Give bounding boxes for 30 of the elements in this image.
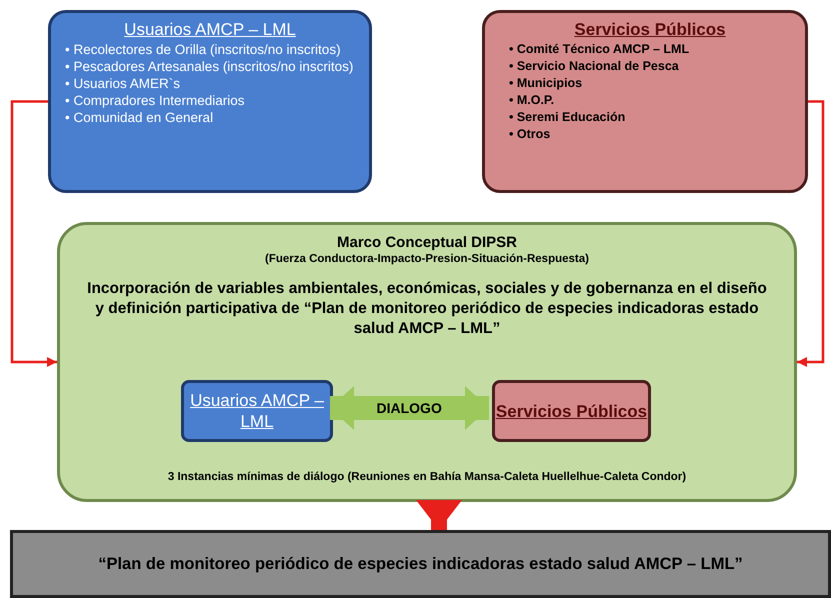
heading: Servicios Públicos	[573, 19, 727, 41]
list-item: • Recolectores de Orilla (inscritos/no inscritos)	[65, 41, 342, 58]
description-text: Incorporación de variables ambientales, económicas, sociales y de gobernanza en el diseño y definición participativa de “Plan de monitoreo periódico de especies indicadoras estado salud AMCP – LML”	[86, 279, 768, 339]
heading: Servicios Públicos	[496, 400, 648, 422]
description-text: (Fuerza Conductora-Impacto-Presion-Situación-Respuesta)	[264, 252, 590, 267]
list-item: • Usuarios AMER`s	[65, 75, 182, 92]
heading: Usuarios AMCP – LML	[123, 19, 297, 41]
block-arrow	[330, 386, 489, 430]
description-text: 3 Instancias mínimas de diálogo (Reuniones en Bahía Mansa-Caleta Huellelhue-Caleta Condor)	[166, 471, 688, 483]
list-item: • Seremi Educación	[509, 109, 626, 126]
list-item: • Pescadores Artesanales (inscritos/no inscritos)	[65, 58, 354, 75]
arrow	[10, 100, 57, 367]
arrow	[797, 100, 824, 367]
stakeholder-box	[181, 380, 333, 442]
list-item: • Comité Técnico AMCP – LML	[509, 41, 690, 58]
heading: “Plan de monitoreo periódico de especies indicadoras estado salud AMCP – LML”	[98, 554, 743, 574]
list-item: • Compradores Intermediarios	[65, 92, 246, 109]
stakeholder-box	[492, 380, 651, 442]
list-item: • Otros	[509, 126, 552, 143]
result-box	[10, 530, 831, 598]
list-item: • M.O.P.	[509, 92, 556, 109]
framework-panel	[57, 222, 797, 502]
heading: Usuarios AMCP – LML	[189, 390, 325, 432]
list-item: • Municipios	[509, 75, 584, 92]
heading: Marco Conceptual DIPSR	[336, 233, 518, 252]
block-arrow	[416, 500, 462, 530]
list-item: • Comunidad en General	[65, 109, 214, 126]
stakeholder-panel	[482, 10, 808, 193]
stakeholder-panel	[48, 10, 372, 193]
list-item: • Servicio Nacional de Pesca	[509, 58, 680, 75]
